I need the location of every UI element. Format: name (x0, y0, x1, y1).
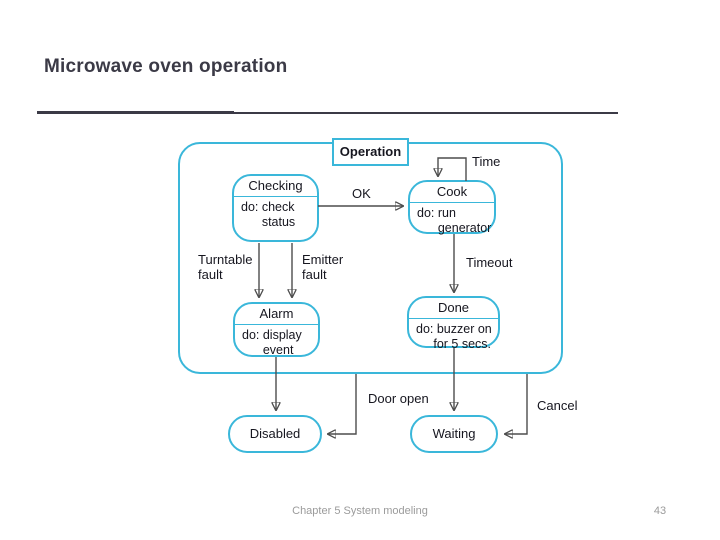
state-waiting-name: Waiting (432, 426, 476, 441)
state-waiting: Waiting (410, 415, 498, 453)
composite-state-label: Operation (332, 138, 409, 166)
state-disabled-name: Disabled (249, 426, 301, 441)
state-done-name: Done (409, 298, 498, 319)
state-cook-action: do: run generator (417, 206, 492, 235)
transition-label-cancel: Cancel (537, 398, 578, 413)
transition-label-turntable-fault: Turntable fault (198, 252, 253, 282)
state-cook-name: Cook (410, 182, 494, 203)
transition-door-open-arrow (328, 374, 357, 434)
footer-chapter-label: Chapter 5 System modeling (292, 505, 428, 517)
state-alarm-name: Alarm (235, 304, 318, 325)
transition-label-emitter-fault: Emitter fault (302, 252, 344, 282)
page-title: Microwave oven operation (44, 56, 288, 77)
state-done-action: do: buzzer on for 5 secs. (416, 322, 492, 351)
title-underline-thin (234, 112, 618, 114)
transition-label-timeout: Timeout (466, 255, 513, 270)
transition-cancel-arrow (505, 374, 528, 434)
transition-label-time: Time (472, 154, 501, 169)
state-cook: Cook do: run generator (408, 180, 496, 235)
transition-label-ok: OK (352, 186, 371, 201)
state-disabled: Disabled (228, 415, 322, 453)
state-alarm: Alarm do: display event (233, 302, 320, 357)
slide-page-number: 43 (653, 505, 667, 517)
state-checking-name: Checking (234, 176, 317, 197)
state-done: Done do: buzzer on for 5 secs. (407, 296, 500, 351)
state-alarm-action: do: display event (242, 328, 302, 357)
state-checking: Checking do: check status (232, 174, 319, 242)
transition-label-door-open: Door open (368, 391, 429, 406)
title-underline-thick (37, 111, 234, 114)
state-checking-action: do: check status (241, 200, 296, 229)
